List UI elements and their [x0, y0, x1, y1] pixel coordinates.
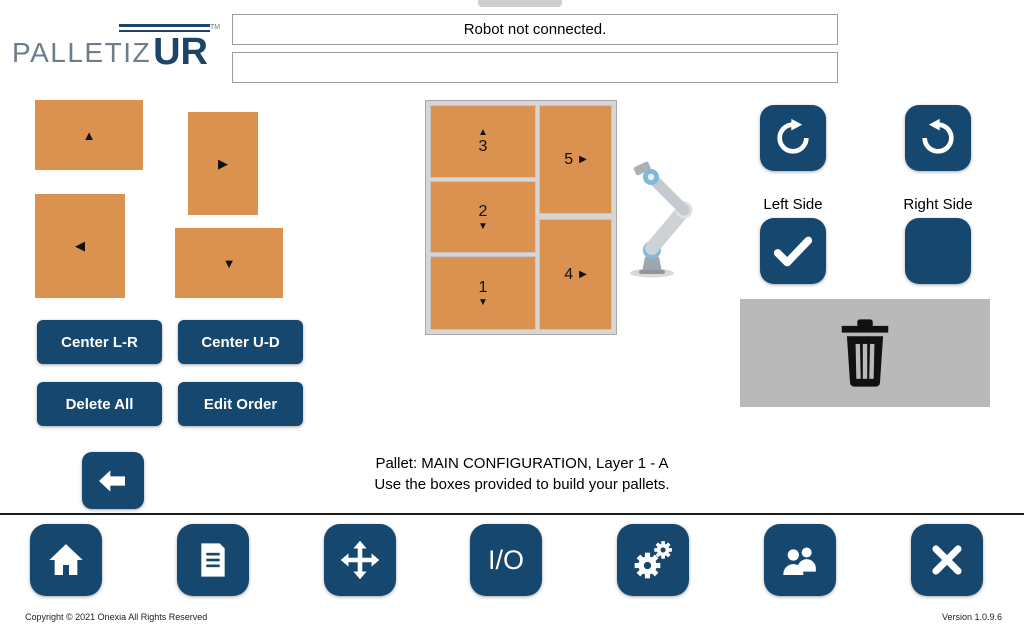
pallet-info-line2: Use the boxes provided to build your pal… [374, 476, 670, 493]
right-arrow-icon: ▶ [218, 155, 228, 171]
top-tab-handle [478, 0, 562, 7]
center-lr-button[interactable]: Center L-R [37, 320, 162, 364]
logo-text-ur: UR [153, 31, 208, 73]
box-nudge-down[interactable]: ▼ [175, 228, 283, 298]
close-x-icon [932, 545, 962, 575]
gears-icon [634, 541, 672, 579]
box2-arrow-icon: ▼ [478, 220, 488, 232]
logo-trademark: TM [209, 24, 221, 31]
left-arrow-icon: ◀ [75, 238, 85, 253]
box1-arrow-icon: ▼ [478, 296, 488, 308]
pallet-box-1[interactable]: 1 ▼ [430, 256, 536, 330]
pallet-info: Pallet: MAIN CONFIGURATION, Layer 1 - A … [272, 453, 772, 495]
rotate-cw-icon [777, 118, 809, 154]
rotate-cw-button[interactable] [760, 105, 826, 171]
logo-text-palletiz: PALLETIZ [12, 37, 152, 68]
version-text: Version 1.0.9.6 [941, 612, 1002, 622]
box-nudge-up[interactable]: ▲ [35, 100, 143, 170]
left-side-label: Left Side [763, 196, 823, 213]
pallet-box-2[interactable]: 2 ▼ [430, 181, 536, 253]
down-arrow-icon: ▼ [222, 255, 236, 271]
settings-button[interactable] [617, 524, 689, 596]
trash-icon [841, 319, 889, 387]
status-secondary-box [232, 52, 838, 83]
box1-number: 1 [478, 278, 488, 296]
close-button[interactable] [911, 524, 983, 596]
app-logo: PALLETIZ UR TM [12, 24, 220, 73]
io-label: I/O [487, 544, 524, 575]
io-button[interactable]: I/O [470, 524, 542, 596]
admin-people-icon [783, 547, 816, 575]
box5-arrow-icon: ▶ [579, 154, 587, 165]
pallet-box-3[interactable]: ▲ 3 [430, 105, 536, 178]
pallet-info-line1: Pallet: MAIN CONFIGURATION, Layer 1 - A [375, 455, 669, 472]
checkmark-icon [773, 236, 813, 267]
admin-button[interactable] [764, 524, 836, 596]
move-button[interactable] [324, 524, 396, 596]
box4-number: 4 [564, 265, 574, 283]
report-document-icon [201, 543, 225, 577]
pallet-box-5[interactable]: 5 ▶ [539, 105, 612, 214]
box2-number: 2 [478, 202, 488, 220]
report-button[interactable] [177, 524, 249, 596]
right-side-toggle[interactable] [905, 218, 971, 284]
up-arrow-icon: ▲ [82, 127, 96, 143]
back-arrow-icon [99, 469, 125, 492]
rotate-ccw-icon [922, 118, 954, 154]
logo-ur-mark: UR [119, 24, 210, 73]
left-side-toggle[interactable] [760, 218, 826, 284]
box-nudge-left[interactable]: ◀ [35, 194, 125, 298]
move-arrows-icon [340, 540, 380, 580]
delete-all-button[interactable]: Delete All [37, 382, 162, 426]
rotate-ccw-button[interactable] [905, 105, 971, 171]
back-button[interactable] [82, 452, 144, 509]
status-message-box: Robot not connected. [232, 14, 838, 45]
center-ud-button[interactable]: Center U-D [178, 320, 303, 364]
box-nudge-right[interactable]: ▶ [188, 112, 258, 215]
right-side-label: Right Side [903, 196, 973, 213]
box4-arrow-icon: ▶ [579, 269, 587, 280]
home-icon [49, 544, 83, 575]
box3-number: 3 [478, 138, 488, 155]
box3-arrow-icon: ▲ [478, 127, 488, 138]
home-button[interactable] [30, 524, 102, 596]
robot-arm-illustration [630, 161, 693, 278]
status-message-text: Robot not connected. [463, 21, 607, 38]
pallet-box-4[interactable]: 4 ▶ [539, 219, 612, 330]
copyright-text: Copyright © 2021 Onexia All Rights Reser… [25, 612, 208, 622]
trash-drop-zone[interactable] [740, 299, 990, 407]
edit-order-button[interactable]: Edit Order [178, 382, 303, 426]
pallet-view: ▲ 3 2 ▼ 1 ▼ 5 ▶ 4 ▶ [425, 100, 617, 335]
bottom-divider [0, 513, 1024, 515]
box5-number: 5 [564, 150, 574, 168]
